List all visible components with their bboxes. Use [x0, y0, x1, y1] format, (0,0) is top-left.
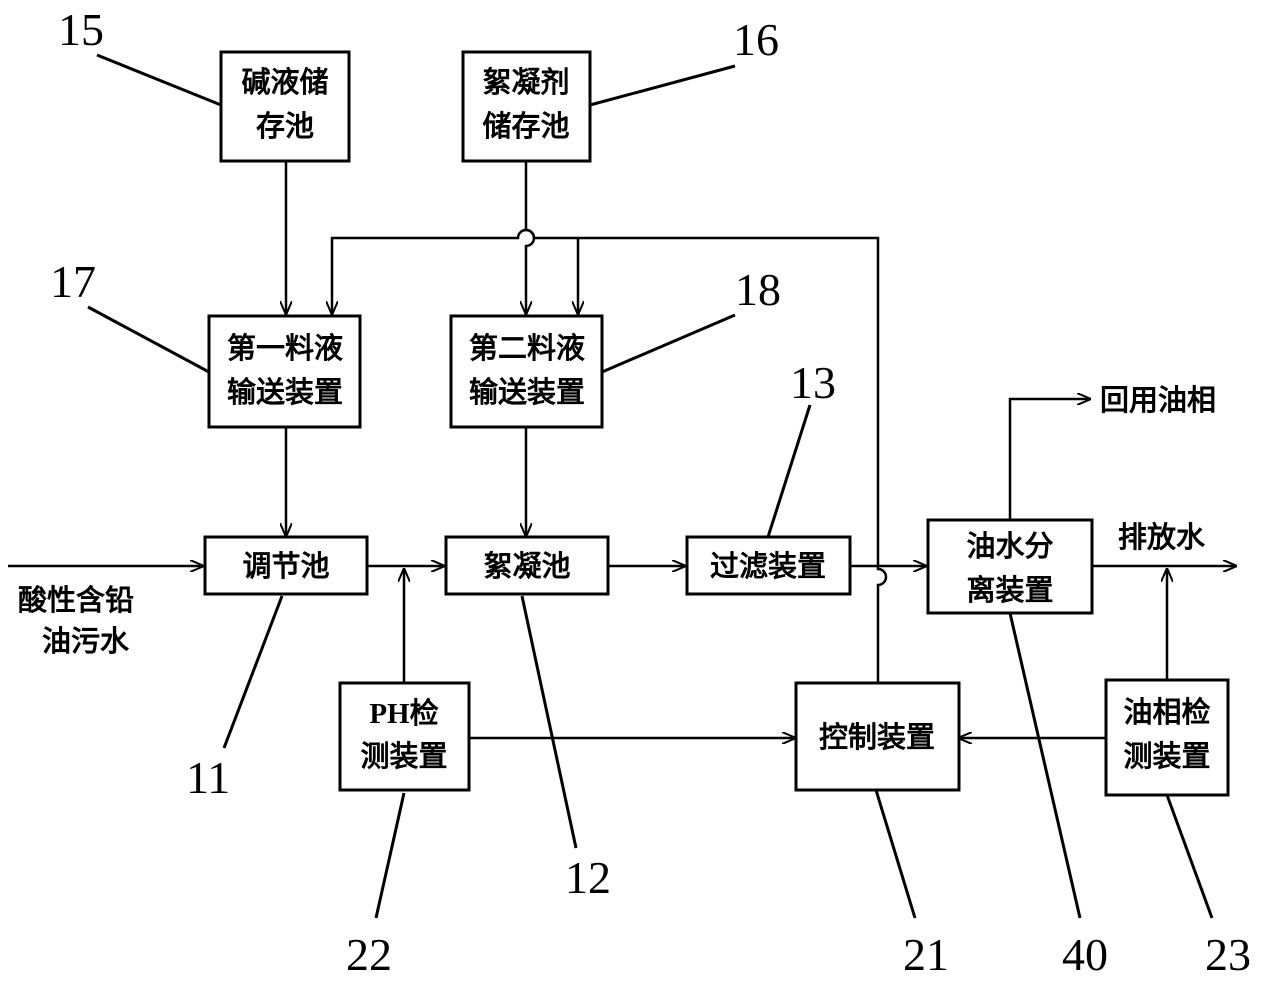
filter-device-box: 过滤装置 [685, 535, 852, 596]
ref-13: 13 [790, 357, 836, 408]
leader-16 [589, 64, 736, 107]
second-conveyor-line2: 输送装置 [469, 375, 585, 409]
regulating-tank-box: 调节池 [203, 535, 369, 596]
ref-11: 11 [186, 752, 230, 803]
recycled-oil-label: 回用油相 [1100, 383, 1216, 417]
ph-detector-line1: PH检 [369, 696, 438, 730]
leader-12 [520, 595, 578, 849]
ref-12: 12 [565, 852, 611, 903]
first-conveyor-line2: 输送装置 [227, 375, 343, 409]
leader-lines [87, 53, 1214, 919]
second-conveyor-line1: 第二料液 [469, 331, 585, 365]
oil-water-separator-box: 油水分 离装置 [926, 518, 1094, 615]
input-label-line2: 油污水 [42, 624, 130, 658]
flocculant-tank-line2: 储存池 [482, 109, 569, 143]
ref-18: 18 [735, 264, 781, 315]
ref-21: 21 [903, 929, 949, 980]
alkali-storage-tank-box: 碱液储 存池 [219, 50, 351, 163]
ref-40: 40 [1062, 929, 1108, 980]
ph-detector-box: PH检 测装置 [338, 681, 471, 792]
regulating-tank-label: 调节池 [242, 549, 329, 583]
ref-17: 17 [50, 256, 96, 307]
filter-device-label: 过滤装置 [710, 549, 826, 583]
oil-detector-line1: 油相检 [1123, 695, 1210, 729]
ph-detector-line2: 测装置 [360, 739, 447, 773]
leader-18 [601, 313, 736, 374]
oil-phase-detector-box: 油相检 测装置 [1104, 678, 1230, 797]
oil-detector-line2: 测装置 [1123, 739, 1210, 773]
control-line-to-conveyors [332, 228, 888, 683]
leader-17 [87, 305, 210, 374]
flocculation-tank-label: 絮凝池 [483, 549, 570, 583]
ref-22: 22 [346, 929, 392, 980]
input-label-line1: 酸性含铅 [18, 583, 134, 617]
flocculant-tank-line1: 絮凝剂 [482, 65, 569, 99]
ref-15: 15 [58, 4, 104, 55]
arrow-separator-to-recycled-oil [1008, 399, 1090, 520]
separator-line1: 油水分 [966, 529, 1053, 563]
flocculation-tank-box: 絮凝池 [444, 535, 610, 596]
flow-lines [8, 161, 1236, 738]
leader-15 [96, 53, 222, 107]
separator-line2: 离装置 [966, 573, 1053, 607]
leader-13 [766, 404, 812, 538]
flocculant-storage-tank-box: 絮凝剂 储存池 [461, 50, 592, 163]
second-conveyor-box: 第二料液 输送装置 [449, 314, 604, 429]
controller-label: 控制装置 [819, 720, 935, 754]
alkali-tank-line2: 存池 [256, 109, 314, 143]
leader-11 [222, 595, 284, 749]
first-conveyor-line1: 第一料液 [227, 331, 343, 365]
discharge-water-label: 排放水 [1118, 520, 1206, 554]
leader-40 [1008, 612, 1082, 919]
alkali-tank-line1: 碱液储 [241, 65, 328, 99]
ref-16: 16 [733, 14, 779, 65]
leader-21 [874, 789, 917, 919]
first-conveyor-box: 第一料液 输送装置 [207, 314, 362, 429]
ref-23: 23 [1205, 929, 1251, 980]
leader-22 [374, 792, 406, 919]
controller-box: 控制装置 [794, 681, 961, 792]
leader-23 [1165, 794, 1214, 919]
